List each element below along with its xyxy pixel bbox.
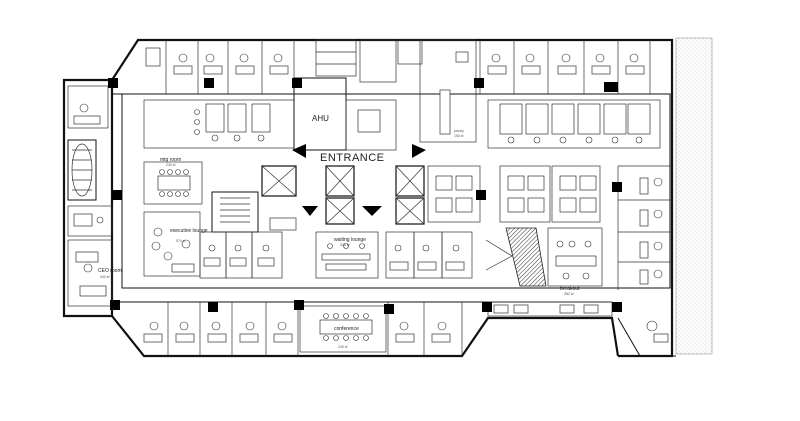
workstation-pods bbox=[427, 165, 601, 223]
right-offices bbox=[617, 165, 672, 343]
mtg-room bbox=[143, 161, 203, 205]
pantry-label: pantry bbox=[454, 129, 464, 133]
ceo-room-label: CEO room bbox=[98, 268, 122, 274]
middle-offices bbox=[385, 231, 473, 279]
ahu-label: AHU bbox=[312, 114, 329, 123]
conference-room bbox=[299, 305, 387, 353]
entrance-group: ENTRANCE bbox=[292, 144, 426, 216]
breakout-area bbox=[485, 227, 603, 287]
top-offices bbox=[112, 40, 670, 95]
terrace-hatched-area bbox=[675, 37, 713, 355]
service-block bbox=[293, 39, 477, 151]
elevator-core bbox=[211, 165, 425, 233]
entrance-label: ENTRANCE bbox=[320, 152, 385, 164]
executive-lounge-area-label: 574 sf bbox=[176, 239, 186, 243]
executive-lounge-label: executive lounge bbox=[170, 228, 208, 234]
mtg-room-area-label: 240 sf bbox=[166, 163, 176, 167]
left-wing bbox=[67, 85, 113, 307]
top-office-furniture bbox=[145, 47, 645, 75]
executive-lounge bbox=[143, 211, 201, 277]
waiting-lounge-label: waiting lounge bbox=[334, 237, 366, 243]
conference-area-label: 240 sf bbox=[338, 345, 348, 349]
pantry-area-label: 150 sf bbox=[454, 134, 464, 138]
workstations-upper-right bbox=[499, 103, 651, 144]
core-offices bbox=[199, 231, 283, 279]
waiting-lounge bbox=[315, 231, 379, 279]
structural-columns bbox=[108, 78, 622, 314]
conference-label: conference bbox=[334, 326, 359, 332]
workstations-upper-left bbox=[194, 103, 271, 142]
ceo-room-area-label: 340 sf bbox=[100, 275, 110, 279]
breakout-area-label: 382 sf bbox=[564, 292, 574, 296]
waiting-lounge-area-label: 325 sf bbox=[340, 243, 350, 247]
breakout-label: breakout bbox=[560, 286, 580, 292]
bottom-right-strip bbox=[487, 301, 613, 317]
mtg-room-label: mtg room bbox=[160, 157, 181, 163]
